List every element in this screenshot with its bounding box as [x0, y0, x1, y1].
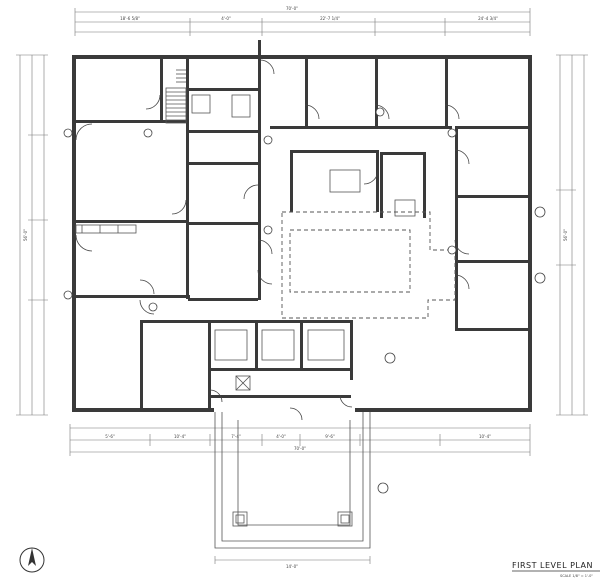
fixtures	[75, 94, 416, 391]
dim-top-seg-4: 24'-4 3/4"	[478, 16, 498, 21]
dim-top-seg-1: 18'-6 5/8"	[120, 16, 140, 21]
dim-bottom-overall: 70'-0"	[294, 446, 306, 451]
north-arrow-icon	[19, 547, 45, 573]
dimension-lines	[16, 8, 588, 564]
interior-walls	[76, 59, 528, 408]
dim-bottom-seg-5: 9'-6"	[325, 434, 335, 439]
dim-bottom-seg-3: 7'-4"	[231, 434, 241, 439]
door-swings	[75, 59, 470, 421]
dim-overall-top: 70'-0"	[286, 6, 298, 11]
plan-scale: SCALE 1/8" = 1'-0"	[560, 574, 593, 578]
dim-left-overall: 56'-0"	[23, 229, 28, 241]
dimension-labels: 70'-0" 18'-6 5/8" 4'-0" 22'-7 1/4" 24'-4…	[23, 6, 568, 569]
stair	[165, 69, 187, 124]
title-block: FIRST LEVEL PLAN SCALE 1/8" = 1'-0"	[512, 561, 600, 578]
dim-right-overall: 56'-0"	[563, 229, 568, 241]
detail-tags	[63, 107, 546, 494]
dim-top-seg-2: 4'-0"	[221, 16, 231, 21]
central-zone	[281, 211, 456, 319]
exterior-walls	[72, 40, 532, 412]
dim-bottom-seg-2: 10'-4"	[174, 434, 186, 439]
dim-porch-width: 14'-0"	[286, 564, 298, 569]
plan-title: FIRST LEVEL PLAN	[512, 561, 593, 570]
porch-canopy	[214, 412, 371, 549]
dim-bottom-seg-1: 5'-6"	[105, 434, 115, 439]
dim-bottom-seg-6: 10'-4"	[479, 434, 491, 439]
dim-top-seg-3: 22'-7 1/4"	[320, 16, 340, 21]
dim-bottom-seg-4: 4'-0"	[276, 434, 286, 439]
